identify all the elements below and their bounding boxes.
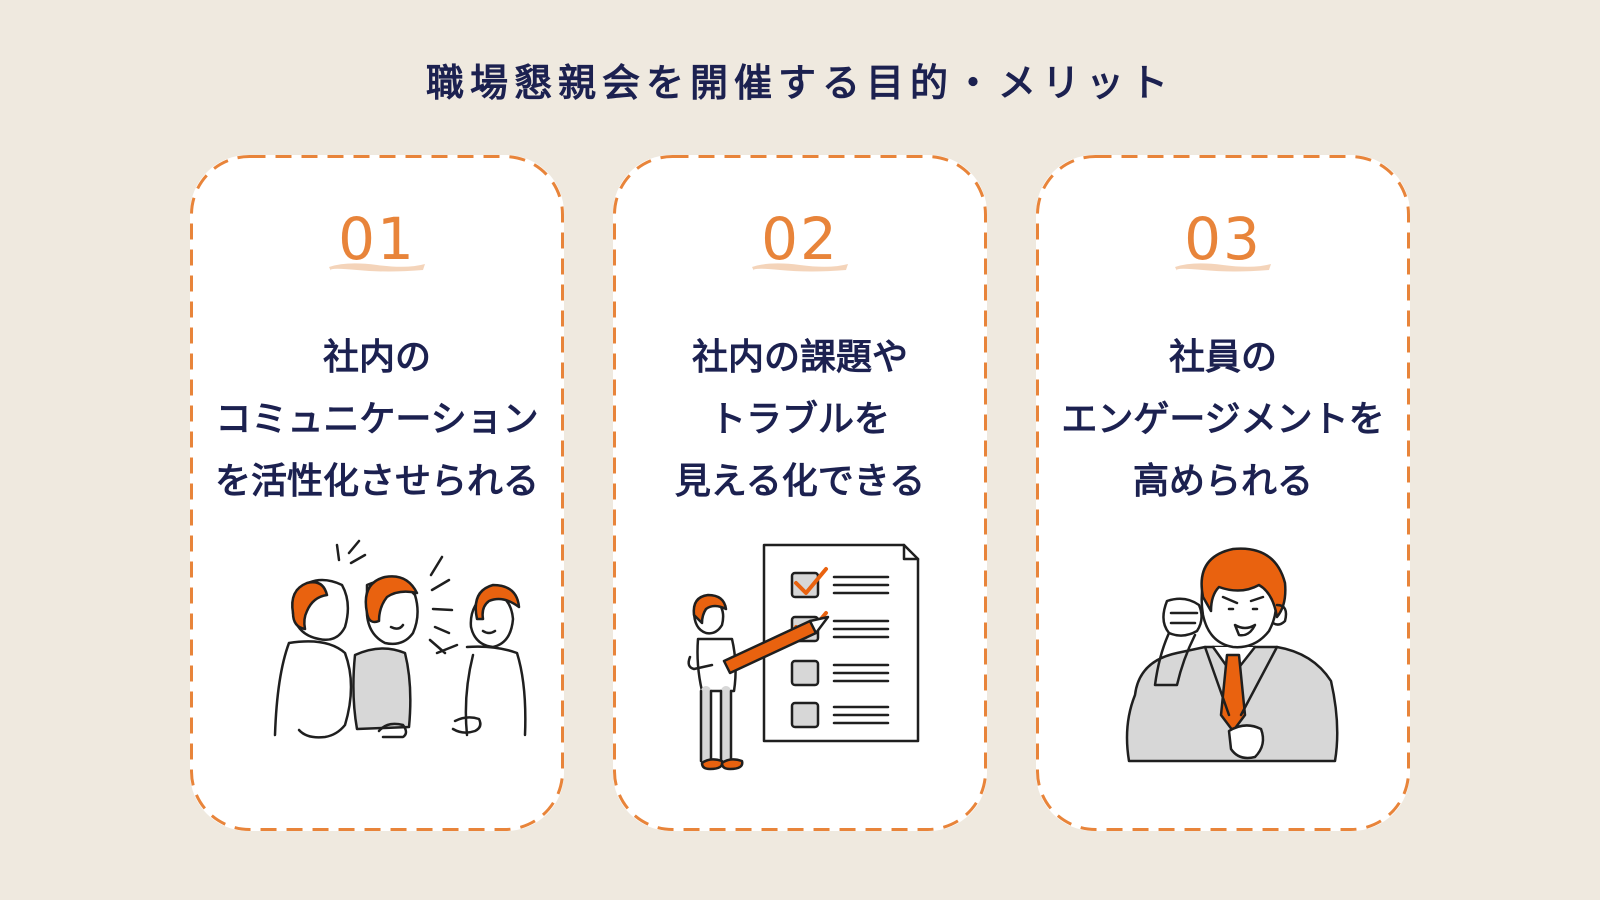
card-number: 01: [338, 205, 416, 273]
card-heading-line: 高められる: [1132, 461, 1313, 502]
page-title: 職場懇親会を開催する目的・メリット: [425, 61, 1174, 105]
card-number: 03: [1184, 205, 1262, 273]
card-heading: 社員の エンゲージメントを 高められる: [1036, 327, 1410, 513]
motivated-businessman-illustration: [1125, 547, 1339, 763]
number-brush-stroke: [1175, 263, 1271, 272]
checklist-illustration: [687, 543, 920, 771]
card-heading-line: 社員の: [1168, 337, 1277, 378]
card-heading-line: 見える化できる: [674, 461, 926, 502]
card-heading: 社内の コミュニケーション を活性化させられる: [190, 327, 564, 513]
card-dashed-border: [1036, 155, 1410, 831]
card-heading-line: コミュニケーション: [215, 399, 539, 440]
merit-card-3: 03 社員の エンゲージメントを 高められる: [1036, 155, 1410, 831]
merit-card-2: 02 社内の課題や トラブルを 見える化できる: [613, 155, 987, 831]
card-heading-line: エンゲージメントを: [1061, 399, 1385, 440]
card-heading-line: トラブルを: [709, 399, 890, 440]
people-talking-illustration: [273, 539, 527, 739]
card-heading: 社内の課題や トラブルを 見える化できる: [613, 327, 987, 513]
number-brush-stroke: [752, 263, 848, 272]
card-number: 02: [761, 205, 839, 273]
card-heading-line: を活性化させられる: [214, 461, 539, 502]
number-brush-stroke: [329, 263, 425, 272]
card-heading-line: 社内の課題や: [691, 337, 908, 378]
card-dashed-border: [190, 155, 564, 831]
merit-card-1: 01 社内の コミュニケーション を活性化させられる: [190, 155, 564, 831]
card-heading-line: 社内の: [322, 337, 431, 378]
card-dashed-border: [613, 155, 987, 831]
